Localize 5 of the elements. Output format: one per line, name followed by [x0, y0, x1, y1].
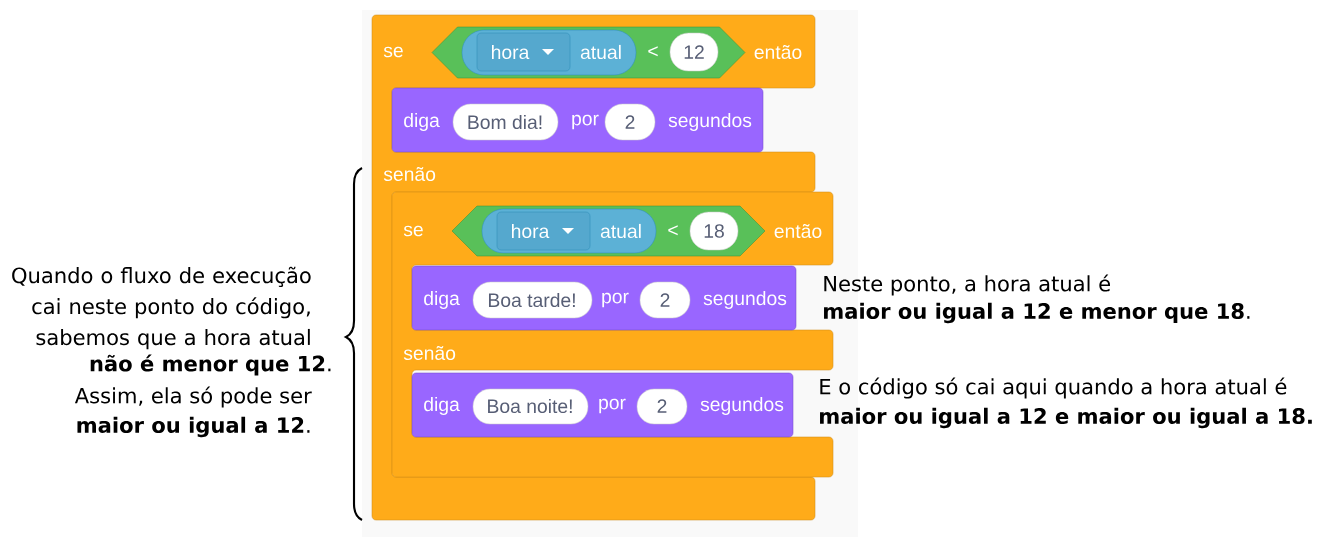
annotation-text: Assim, ela só pode ser: [74, 386, 312, 408]
dropdown-menu: hora: [476, 32, 571, 72]
dropdown-menu: hora: [496, 211, 591, 251]
annotation-text: maior ou igual a 12.: [77, 416, 310, 438]
annotation-text: não é menor que 12.: [90, 354, 331, 376]
